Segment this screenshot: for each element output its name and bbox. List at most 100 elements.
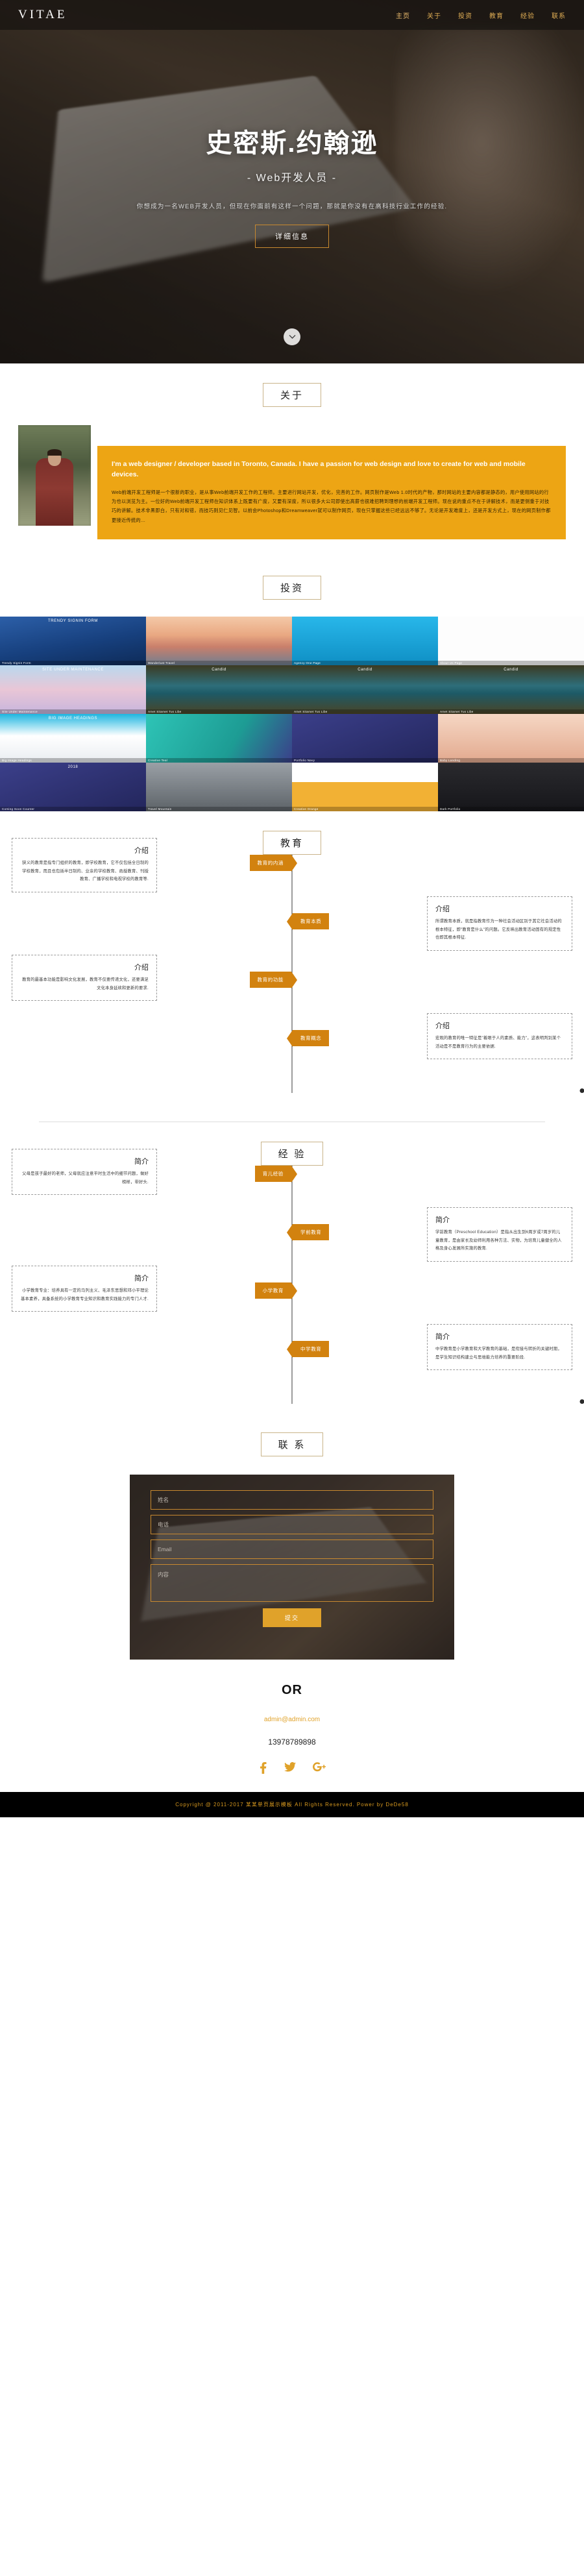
about-text-card: I'm a web designer / developer based in …	[97, 446, 566, 540]
portfolio-item[interactable]: Creative Orange	[292, 763, 438, 811]
portfolio-item-label: Amet Sitamet Tus Libe	[292, 709, 438, 714]
contact-title-wrap: 联 系	[0, 1432, 584, 1456]
portfolio-item[interactable]: About Us Page	[438, 617, 584, 665]
about-english-text: I'm a web designer / developer based in …	[112, 460, 526, 479]
portfolio-item-label: About Us Page	[438, 661, 584, 665]
phone-input[interactable]	[151, 1515, 433, 1534]
timeline-end-dot	[579, 1399, 584, 1404]
timeline-card-title: 简介	[435, 1216, 450, 1224]
timeline-pill[interactable]: 育儿经验	[254, 1166, 298, 1183]
about-section: 关于 I'm a web designer / developer based …	[0, 363, 584, 558]
submit-button[interactable]: 提交	[262, 1608, 321, 1627]
timeline-pill[interactable]: 小学教育	[254, 1282, 298, 1299]
about-section-title: 关于	[262, 383, 321, 407]
portfolio-item-caption: Candid	[504, 668, 518, 672]
or-label: OR	[282, 1683, 302, 1697]
top-navigation-bar: VITAE 主页 关于 投资 教育 经验 联系	[0, 0, 584, 30]
timeline-pill[interactable]: 中学教育	[286, 1341, 330, 1358]
timeline-row: 中学教育简介中学教育是小学教育和大学教育的基础，是衔接与转折的关键时期，是学生知…	[0, 1324, 584, 1394]
timeline-row: 教育的内涵介绍狭义的教育是指专门组织的教育，即学校教育，它不仅包括全日制的学校教…	[0, 838, 584, 908]
name-input[interactable]	[151, 1490, 433, 1510]
timeline-pill[interactable]: 学前教育	[286, 1224, 330, 1241]
contact-section: 联 系 提交 OR admin@admin.com 13978789898	[0, 1410, 584, 1792]
timeline-card-text: 狭义的教育是指专门组织的教育，即学校教育，它不仅包括全日制的学校教育，而且也包括…	[22, 861, 149, 882]
portfolio-item-label: Amet Sitamet Tus Libe	[438, 709, 584, 714]
timeline-pill[interactable]: 教育本质	[286, 913, 330, 930]
site-logo[interactable]: VITAE	[18, 8, 67, 21]
timeline-card-title: 简介	[134, 1275, 149, 1282]
timeline-pill[interactable]: 教育概念	[286, 1030, 330, 1047]
portfolio-item[interactable]: Wanderlust Travel	[146, 617, 292, 665]
main-menu: 主页 关于 投资 教育 经验 联系	[396, 10, 566, 20]
timeline-card: 介绍教育的最基本功能是影响文化发展，教育不仅要传递文化，还要满足文化本身延续和更…	[12, 955, 157, 1001]
timeline-card-title: 介绍	[435, 905, 450, 913]
nav-item-4[interactable]: 经验	[520, 12, 535, 20]
hero-overlay	[0, 0, 584, 363]
portfolio-item-caption: SITE UNDER MAINTENANCE	[42, 668, 104, 672]
portfolio-item-caption: 2018	[67, 765, 79, 769]
nav-item-2[interactable]: 投资	[458, 12, 472, 20]
portfolio-item[interactable]: Travel Mountain	[146, 763, 292, 811]
portfolio-item[interactable]: Portfolio Navy	[292, 714, 438, 763]
contact-phone: 13978789898	[268, 1737, 316, 1747]
experience-section-title: 经 验	[260, 1142, 324, 1166]
hero-section: VITAE 主页 关于 投资 教育 经验 联系 史密斯.约翰逊 - Web开发人员 - 你…	[0, 0, 584, 363]
nav-item-1[interactable]: 关于	[427, 12, 441, 20]
portfolio-item[interactable]: Dark Portfolio	[438, 763, 584, 811]
portfolio-item[interactable]: Creative Teal	[146, 714, 292, 763]
nav-item-3[interactable]: 教育	[489, 12, 504, 20]
timeline-card: 介绍宏观的教育的唯一特征是"着眼于人的素质、能力"，这表明判别某个活动是不是教育…	[427, 1013, 572, 1060]
timeline-card: 简介父母是孩子最好的老师，父母就应注意平时生活中的细节问题，做好榜样，带好头.	[12, 1149, 157, 1196]
message-textarea[interactable]	[151, 1564, 433, 1602]
portfolio-item-label: Portfolio Navy	[292, 758, 438, 763]
education-section-title: 教育	[262, 831, 321, 855]
timeline-row: 小学教育 简介小学教育专业：培养具有一定的马列主义、毛泽东思想和邓小平理论基本素养…	[0, 1266, 584, 1336]
timeline-card-text: 父母是孩子最好的老师，父母就应注意平时生活中的细节问题，做好榜样，带好头.	[22, 1171, 149, 1184]
timeline-card: 简介学前教育（Preschool Education）是指从出生到6周岁或7周岁…	[427, 1207, 572, 1262]
portfolio-item-label: Wanderlust Travel	[146, 661, 292, 665]
timeline-row: 教育的功能 介绍教育的最基本功能是影响文化发展，教育不仅要传递文化，还要满足文化本…	[0, 955, 584, 1025]
timeline-card-text: 中学教育是小学教育和大学教育的基础，是衔接与转折的关键时期，是学生知识结构建立与…	[435, 1347, 562, 1360]
social-links	[0, 1762, 584, 1774]
hero-content: 史密斯.约翰逊 - Web开发人员 - 你想成为一名WEB开发人员，但现在你面前…	[0, 0, 584, 363]
twitter-icon[interactable]	[284, 1762, 296, 1774]
experience-section: 经 验 育儿经验简介父母是孩子最好的老师，父母就应注意平时生活中的细节问题，做好…	[0, 1122, 584, 1410]
portfolio-item[interactable]: Baby Landing	[438, 714, 584, 763]
contact-form-panel: 提交	[130, 1475, 454, 1660]
timeline-row: 教育本质 介绍所谓教育本质，就是指教育作为一种社会活动区别于其它社会活动的根本特征…	[0, 896, 584, 966]
contact-form: 提交	[130, 1475, 454, 1643]
about-title-wrap: 关于	[0, 383, 584, 407]
experience-timeline: 育儿经验简介父母是孩子最好的老师，父母就应注意平时生活中的细节问题，做好榜样，带…	[0, 1149, 584, 1404]
timeline-pill[interactable]: 教育的功能	[249, 972, 297, 988]
copyright-text: Copyright @ 2011-2017 某某单页展示模板 All Right…	[175, 1802, 409, 1808]
timeline-card-text: 所谓教育本质，就是指教育作为一种社会活动区别于其它社会活动的根本特征，即"教育是…	[435, 919, 562, 940]
nav-item-0[interactable]: 主页	[396, 12, 410, 20]
hero-background-image	[0, 0, 584, 363]
nav-item-5[interactable]: 联系	[552, 12, 566, 20]
email-input[interactable]	[151, 1539, 433, 1559]
hero-more-info-button[interactable]: 详细信息	[255, 225, 329, 248]
google-plus-icon[interactable]	[313, 1762, 326, 1774]
hero-title: 史密斯.约翰逊	[206, 129, 378, 158]
portfolio-item-label: Big Image Headings	[0, 758, 146, 763]
about-portrait-photo	[18, 425, 91, 526]
portfolio-item-label: Travel Mountain	[146, 807, 292, 811]
portfolio-item[interactable]: Agency One Page	[292, 617, 438, 665]
contact-email-link[interactable]: admin@admin.com	[263, 1716, 321, 1723]
portfolio-item-label: Agency One Page	[292, 661, 438, 665]
facebook-icon[interactable]	[258, 1762, 267, 1774]
about-chinese-text: Web前端开发工程师是一个很新的职业，是从事Web前端开发工作的工程师。主要进行…	[112, 489, 551, 523]
timeline-pill[interactable]: 教育的内涵	[249, 855, 297, 872]
timeline-card: 简介小学教育专业：培养具有一定的马列主义、毛泽东思想和邓小平理论基本素养，具备系…	[12, 1266, 157, 1312]
scroll-down-button[interactable]	[284, 328, 300, 345]
chevron-down-icon	[289, 335, 295, 339]
hero-description: 你想成为一名WEB开发人员，但现在你面前有这样一个问题，那就是你没有在高科技行业…	[136, 203, 448, 210]
